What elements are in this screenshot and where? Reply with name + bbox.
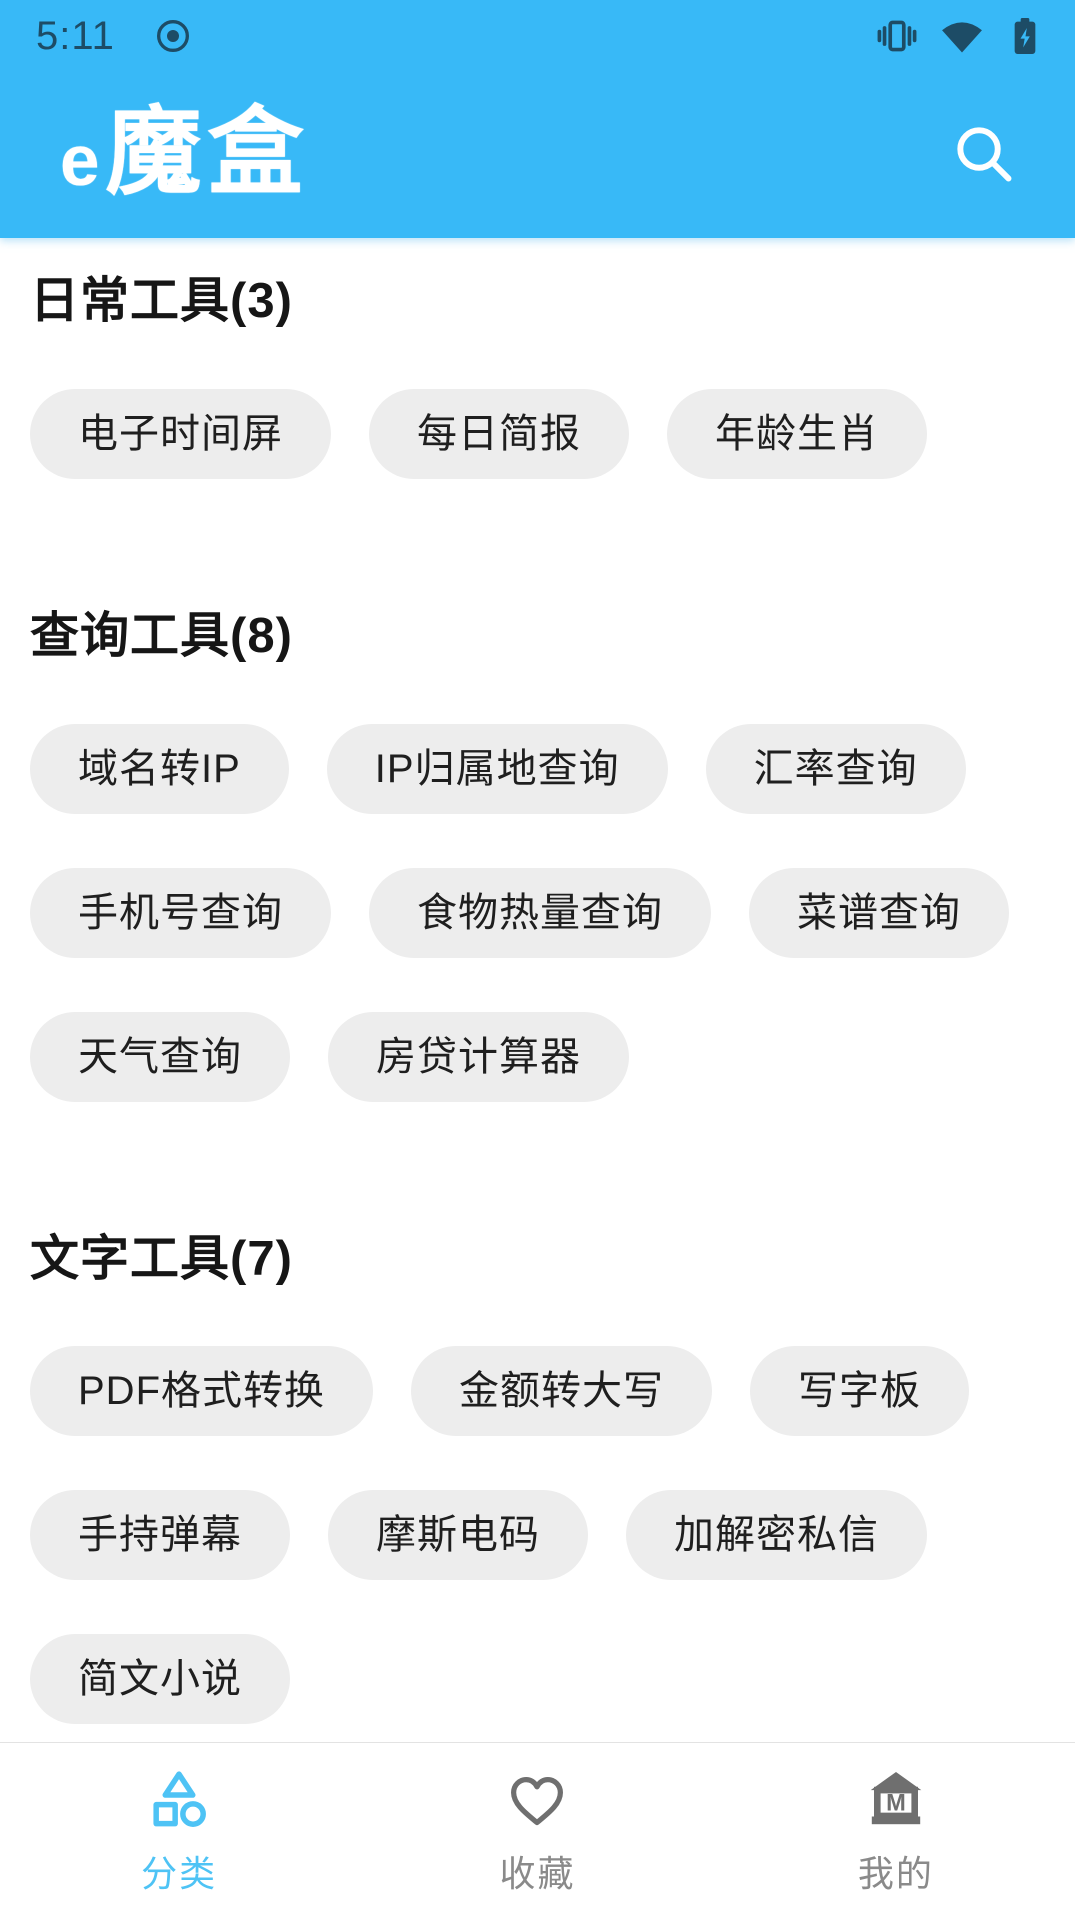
- tool-pill[interactable]: 写字板: [750, 1346, 969, 1437]
- nav-label: 我的: [857, 1853, 934, 1894]
- status-time: 5:11: [36, 13, 115, 58]
- tool-pill[interactable]: 金额转大写: [411, 1346, 712, 1437]
- search-icon[interactable]: [949, 119, 1017, 187]
- nav-item-我的[interactable]: M 我的: [717, 1743, 1075, 1915]
- status-bar: 5:11: [0, 0, 1075, 58]
- tool-pill[interactable]: 每日简报: [369, 388, 629, 479]
- svg-text:M: M: [886, 1791, 906, 1817]
- tool-section: 查询工具(8) 域名转IP IP归属地查询汇率查询手机号查询食物热量查询菜谱查询天气…: [30, 607, 1045, 1102]
- app-title: e魔盒: [60, 99, 310, 206]
- tool-pill[interactable]: 天气查询: [30, 1011, 290, 1102]
- section-title: 文字工具(7): [30, 1231, 293, 1286]
- tool-pill[interactable]: 菜谱查询: [749, 867, 1009, 958]
- nav-label: 收藏: [499, 1853, 576, 1894]
- nav-label: 分类: [141, 1853, 218, 1894]
- vibrate-icon: [875, 14, 919, 58]
- app-bar: e魔盒: [0, 58, 1075, 230]
- tool-pill[interactable]: IP归属地查询: [326, 723, 668, 814]
- heart-icon: [504, 1767, 570, 1833]
- tool-pill[interactable]: 手机号查询: [30, 867, 331, 958]
- tool-section: 文字工具(7) PDF格式转换金额转大写写字板手持弹幕摩斯电码加解密私信简文小说: [30, 1230, 1045, 1725]
- tool-section: 日常工具(3) 电子时间屏每日简报年龄生肖: [30, 272, 1045, 479]
- tool-pill[interactable]: 汇率查询: [705, 723, 966, 814]
- screen-record-icon: [153, 16, 193, 56]
- tool-pill[interactable]: 域名转IP: [30, 723, 289, 814]
- tool-pill-list: 电子时间屏每日简报年龄生肖: [30, 388, 1045, 479]
- tool-pill[interactable]: 食物热量查询: [369, 867, 711, 958]
- tool-pill[interactable]: 房贷计算器: [328, 1011, 629, 1102]
- battery-charging-icon: [1005, 13, 1045, 59]
- section-title: 查询工具(8): [30, 608, 293, 663]
- tool-pill[interactable]: 简文小说: [30, 1634, 290, 1725]
- tool-pill[interactable]: 加解密私信: [626, 1490, 927, 1581]
- mine-icon: M: [863, 1767, 929, 1833]
- tool-pill[interactable]: 手持弹幕: [30, 1490, 290, 1581]
- tool-pill[interactable]: 年龄生肖: [667, 388, 927, 479]
- tool-pill[interactable]: PDF格式转换: [30, 1346, 373, 1437]
- bottom-nav: 分类 收藏 M 我的: [0, 1742, 1075, 1915]
- content: 日常工具(3) 电子时间屏每日简报年龄生肖查询工具(8) 域名转IP IP归属地查询汇…: [0, 272, 1075, 1725]
- nav-item-收藏[interactable]: 收藏: [358, 1743, 716, 1915]
- tool-pill[interactable]: 电子时间屏: [30, 388, 331, 479]
- status-right-icons: [875, 13, 1045, 59]
- category-icon: [146, 1767, 212, 1833]
- section-title: 日常工具(3): [30, 274, 293, 328]
- tool-pill[interactable]: 摩斯电码: [328, 1490, 588, 1581]
- app-header: 5:11: [0, 0, 1075, 238]
- tool-pill-list: 域名转IP IP归属地查询汇率查询手机号查询食物热量查询菜谱查询天气查询房贷计算器: [30, 723, 1045, 1102]
- tool-pill-list: PDF格式转换金额转大写写字板手持弹幕摩斯电码加解密私信简文小说: [30, 1346, 1045, 1725]
- nav-item-分类[interactable]: 分类: [0, 1743, 358, 1915]
- wifi-icon: [939, 13, 985, 59]
